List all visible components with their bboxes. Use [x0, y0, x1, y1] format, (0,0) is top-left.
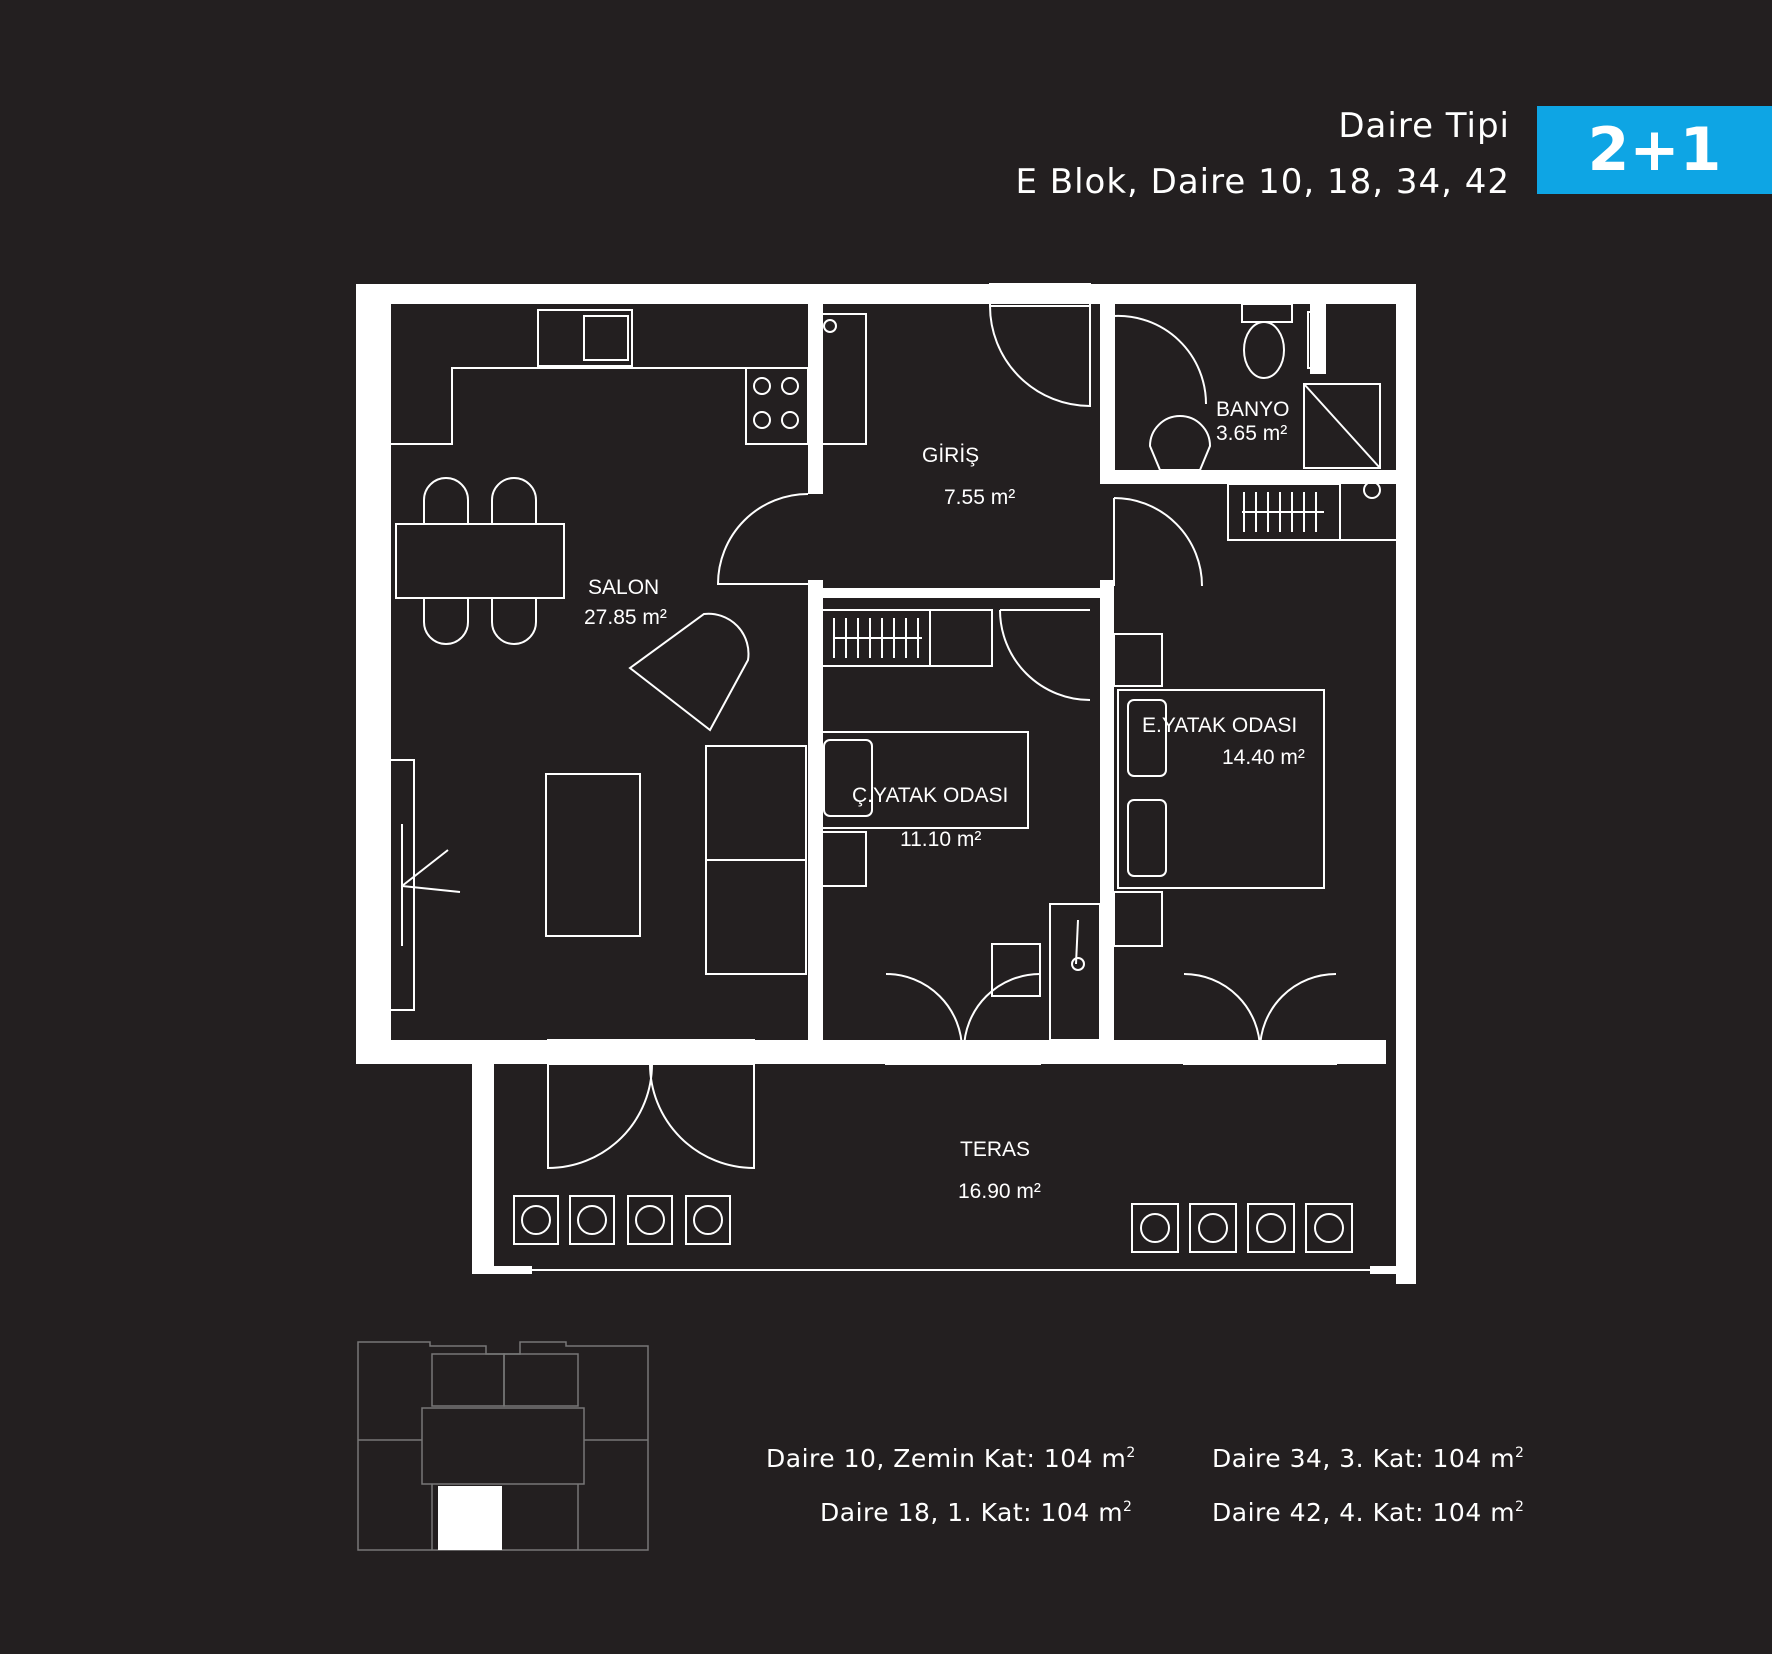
- walls: [356, 284, 1416, 1284]
- wardrobe-master: [1227, 483, 1400, 541]
- desk: [991, 903, 1101, 1041]
- room-name-giris: GİRİŞ: [922, 444, 979, 467]
- room-name-salon: SALON: [588, 576, 659, 599]
- room-name-teras: TERAS: [960, 1138, 1030, 1161]
- room-name-c-yatak: Ç.YATAK ODASI: [852, 784, 1008, 807]
- unit-area-daire-18: Daire 18, 1. Kat: 104 m2: [820, 1498, 1133, 1527]
- unit-area-daire-10: Daire 10, Zemin Kat: 104 m2: [766, 1444, 1136, 1473]
- tv-unit: [389, 759, 461, 1011]
- salon-door: [716, 493, 809, 585]
- room-area-banyo: 3.65 m²: [1216, 422, 1287, 445]
- block-unit-subtitle: E Blok, Daire 10, 18, 34, 42: [1015, 162, 1510, 202]
- master-door: [1113, 497, 1203, 587]
- room-name-banyo: BANYO: [1216, 398, 1290, 421]
- bathroom-fixtures: [1113, 303, 1381, 499]
- armchair: [628, 612, 750, 732]
- kids-door: [999, 609, 1091, 701]
- building-key-plan: [357, 1341, 649, 1551]
- kids-bed: [821, 731, 1029, 887]
- room-name-e-yatak: E.YATAK ODASI: [1142, 714, 1297, 737]
- room-area-salon: 27.85 m²: [584, 606, 667, 629]
- sofa: [705, 745, 807, 975]
- unit-highlight: [438, 1486, 502, 1550]
- room-type-badge: 2+1: [1537, 106, 1772, 194]
- room-area-e-yatak: 14.40 m²: [1222, 746, 1305, 769]
- terrace-planters: [494, 1195, 1370, 1271]
- bedroom-window-master: [1183, 973, 1337, 1065]
- entrance-door: [989, 283, 1091, 408]
- bedroom-window-kids: [885, 973, 1041, 1065]
- room-area-giris: 7.55 m²: [944, 486, 1015, 509]
- plan-type-title: Daire Tipi: [1338, 106, 1510, 146]
- room-area-c-yatak: 11.10 m²: [900, 828, 981, 851]
- room-area-teras: 16.90 m²: [958, 1180, 1041, 1203]
- unit-area-daire-34: Daire 34, 3. Kat: 104 m2: [1212, 1444, 1525, 1473]
- unit-area-daire-42: Daire 42, 4. Kat: 104 m2: [1212, 1498, 1525, 1527]
- terrace-doors: [547, 1039, 755, 1170]
- kitchen-counter: [390, 309, 867, 445]
- dining-table: [395, 477, 565, 645]
- coffee-table: [545, 773, 641, 937]
- wardrobe-kids: [821, 609, 993, 667]
- master-bed: [1113, 633, 1325, 947]
